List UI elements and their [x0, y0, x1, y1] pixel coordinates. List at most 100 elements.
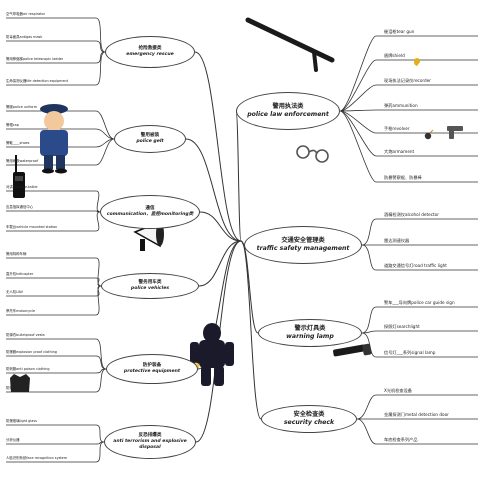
right-leaf-1-0: 酒精检测仪alcohol detector [384, 212, 439, 217]
left-leaf-line-1-0 [6, 110, 115, 140]
node-title-en: police law enforcement [247, 111, 329, 118]
left-leaf-line-4-1 [6, 355, 107, 370]
right-leaf-2-0: 警车___导向牌police car guide sign [384, 300, 455, 305]
shield-emoji-icon [414, 58, 420, 66]
left-leaf-1-1: 警帽cap [6, 123, 19, 127]
left-leaf-2-1: 应急指挥通信中心 [6, 205, 34, 209]
left-leaf-line-1-1 [6, 128, 115, 140]
left-leaf-0-0: 空气呼吸器air respirator [6, 12, 45, 16]
right-leaf-1-2: 道路交通信号灯road traffic light [384, 263, 447, 268]
left-leaf-line-2-2 [6, 211, 101, 232]
walkie-talkie-icon [13, 155, 25, 198]
node-title-en: communication、监控monitoring类 [106, 212, 194, 217]
node-title-en: warning lamp [286, 333, 334, 340]
node-title-zh: 警务用车类 [138, 280, 162, 286]
node-title-zh: 警用执法类 [272, 103, 304, 111]
flashlight-icon [333, 343, 372, 357]
left-edge-1 [185, 138, 242, 242]
node-title-zh: 抢险救援类 [138, 46, 162, 52]
left-leaf-4-2: 防刺服anti poison clothing [6, 367, 50, 371]
bomb-icon [424, 129, 434, 140]
right-leaf-0-4: 手枪revolver [384, 126, 410, 131]
right-edge-0 [235, 110, 242, 242]
right-leaf-3-1: 金属探测门metal detection door [384, 412, 449, 417]
left-edge-3 [198, 240, 242, 287]
left-leaf-line-0-1 [6, 40, 106, 53]
node-title-zh: 警示灯具类 [294, 325, 326, 333]
left-leaf-line-5-1 [6, 441, 105, 445]
node-title-en: traffic safety management [256, 245, 350, 252]
vest-icon [10, 374, 30, 392]
node-title-zh: 防护装备 [142, 363, 162, 369]
left-leaf-line-4-0 [6, 338, 107, 370]
right-leaf-2-2: 信号灯___系列signal lamp [384, 350, 436, 355]
right-leaf-line-0-5 [339, 110, 478, 157]
node-title-en: police vehicles [130, 286, 170, 291]
left-leaf-1-2: 警鞋____shoes [6, 141, 30, 145]
right-leaf-line-0-0 [339, 35, 478, 112]
right-leaf-2-1: 探照灯searchlight [384, 324, 420, 329]
right-leaf-line-3-0 [356, 394, 478, 420]
left-leaf-2-0: 对讲机walkie-talkie [6, 185, 38, 189]
right-leaf-0-2: 现场执法记录仪recorder [384, 78, 431, 83]
baton-icon [245, 17, 335, 72]
node-title-en: security check [283, 419, 335, 426]
node-title-en: emergency rescue [126, 52, 174, 57]
right-leaf-line-2-0 [361, 306, 478, 334]
left-leaf-3-3: 摩托车motorcycle [6, 309, 36, 313]
node-title-zh: 安全检查类 [293, 411, 325, 419]
left-leaf-line-4-3 [6, 368, 107, 393]
left-leaf-0-1: 防毒面具antigas mask [6, 35, 43, 39]
left-leaf-line-4-2 [6, 368, 107, 374]
right-leaf-0-0: 催泪枪tear gun [384, 29, 415, 34]
left-leaf-line-0-3 [6, 51, 106, 86]
right-leaf-line-0-4 [339, 110, 478, 134]
right-leaf-1-1: 雷达测速仪器 [384, 238, 410, 243]
left-leaf-4-3: 防弹头盔 [6, 386, 20, 390]
left-leaf-line-3-1 [6, 277, 102, 287]
right-leaf-0-6: 防暴警察棍、防暴棒 [384, 175, 422, 180]
node-title-en: police gelt [136, 139, 164, 144]
right-leaf-line-1-0 [361, 218, 478, 246]
right-leaf-line-1-2 [361, 244, 478, 271]
node-title-en: anti terrorism and explosive disposal [113, 439, 187, 450]
left-leaf-2-2: 车载台vehicle mounted station [6, 225, 58, 229]
right-leaf-line-3-2 [356, 418, 478, 445]
left-edge-0 [194, 51, 242, 242]
right-leaf-0-1: 盾牌shield [384, 53, 405, 58]
handcuffs-icon [296, 145, 329, 163]
left-leaf-4-1: 防爆服explosion proof clothing [6, 350, 57, 354]
right-leaf-line-2-1 [361, 330, 478, 334]
right-leaf-3-2: 车底检查系列产品 [384, 437, 418, 442]
left-leaf-4-0: 防弹衣bulletproof vests [6, 333, 45, 337]
left-edge-2 [199, 211, 242, 242]
left-leaf-5-1: 分析仪器 [6, 438, 20, 442]
left-leaf-line-1-3 [6, 138, 115, 166]
right-leaf-0-3: 弹药ammunition [384, 103, 418, 108]
right-leaf-0-5: 大炮armament [384, 149, 415, 154]
node-title-zh: 通信 [145, 206, 155, 212]
node-title-en: protective equipment [123, 369, 181, 374]
left-leaf-line-3-3 [6, 285, 102, 316]
left-leaf-line-0-0 [6, 17, 106, 53]
left-leaf-3-1: 直升机helicopter [6, 272, 34, 276]
left-leaf-line-5-0 [6, 424, 105, 443]
left-leaf-line-3-0 [6, 257, 102, 287]
left-leaf-line-5-2 [6, 441, 105, 463]
left-leaf-0-2: 警用伸缩梯police telescopic ladder [6, 57, 64, 61]
right-leaf-3-0: X光机检查设备 [384, 388, 412, 393]
left-leaf-line-2-1 [6, 210, 101, 213]
bomb-suit-icon [190, 323, 234, 386]
left-leaf-1-3: 警用雨衣waterproof [6, 159, 39, 163]
